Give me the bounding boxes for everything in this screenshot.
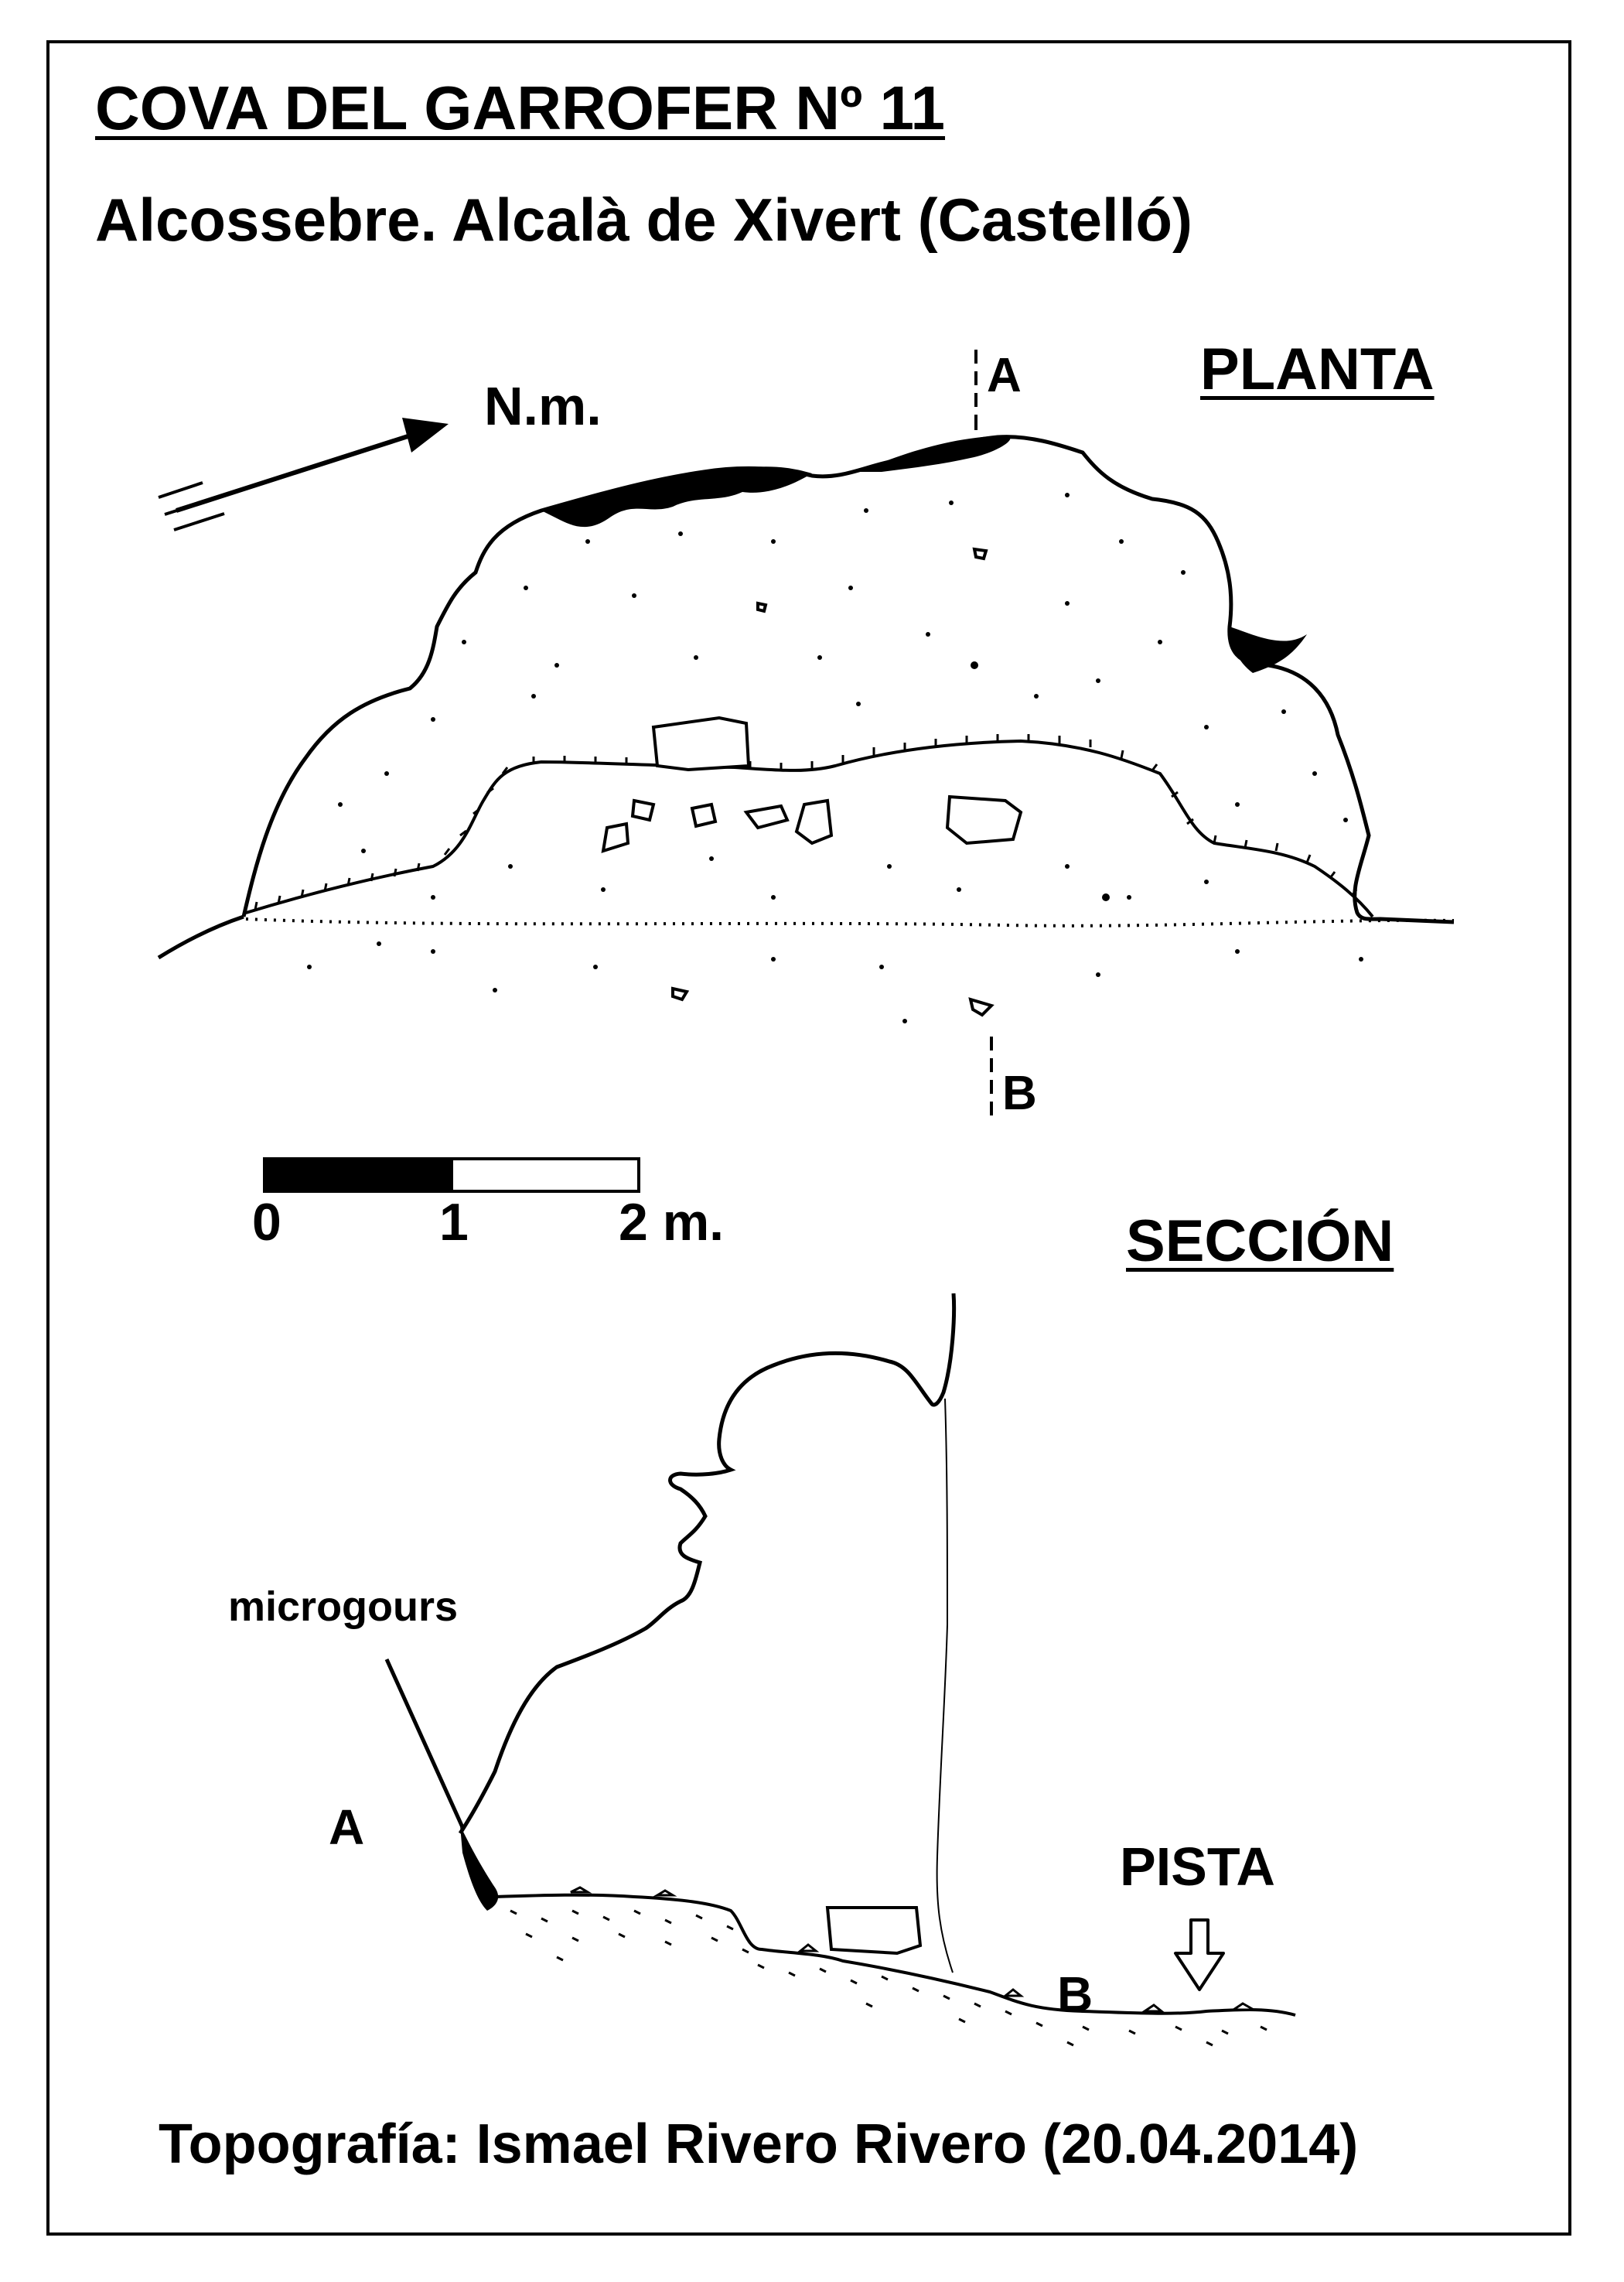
scale-tick-2: 2 m. [619, 1193, 725, 1252]
section-line-start-label: A [987, 349, 1022, 402]
pista-label: PISTA [1120, 1836, 1275, 1897]
section-floor-stipple [510, 1909, 1267, 2047]
section-view-label: SECCIÓN [1126, 1208, 1394, 1274]
scale-tick-0: 0 [252, 1193, 281, 1252]
scale-tick-1: 1 [439, 1193, 469, 1252]
pista-down-arrow-icon [1174, 1918, 1225, 1991]
map-frame [46, 40, 1571, 2236]
survey-credit: Topografía: Ismael Rivero Rivero (20.04.… [159, 2113, 1359, 2175]
section-point-a-label: A [329, 1799, 365, 1855]
map-title: COVA DEL GARROFER Nº 11 [95, 73, 946, 142]
plan-rock-blocks [601, 547, 1023, 1017]
plan-view-label: PLANTA [1200, 336, 1435, 402]
microgours-label: microgours [228, 1583, 459, 1630]
magnetic-north-label: N.m. [484, 376, 602, 436]
section-floor-profile [494, 1886, 1296, 2017]
scale-bar [263, 1157, 640, 1193]
plan-dark-deposits [541, 436, 1307, 673]
map-subtitle: Alcossebre. Alcalà de Xivert (Castelló) [95, 186, 1193, 254]
section-line-end-label: B [1002, 1067, 1037, 1120]
plan-section-line [974, 350, 993, 1115]
section-cave-outline [458, 1293, 957, 1973]
north-arrow-icon [158, 418, 449, 531]
plan-floor-stipple [307, 493, 1363, 1023]
plan-cave-outline [157, 435, 1455, 960]
plan-ledge-hachured [245, 734, 1455, 927]
section-microgours-deposit [384, 1658, 499, 1911]
